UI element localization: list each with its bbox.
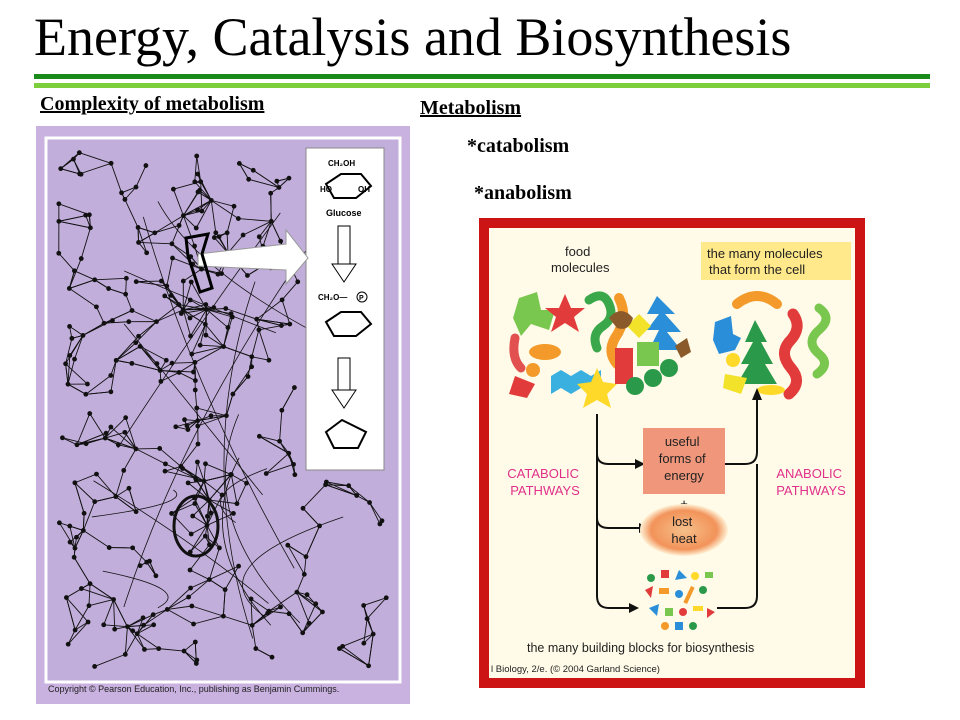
glucose-inset: [305, 147, 385, 471]
pathway-arrows: [596, 396, 758, 609]
left-heading: Complexity of metabolism: [40, 93, 265, 115]
pathway-network: [56, 150, 389, 669]
metabolism-map-frame: CH₂OH HO OH Glucose CH₂O— P Copyright © …: [36, 126, 410, 704]
ring-label-oh: OH: [358, 185, 370, 194]
lost-heat-blob: [640, 504, 728, 556]
pathways-figure-frame: food molecules the many molecules that f…: [479, 218, 865, 688]
highlight-path-icon: [184, 232, 214, 294]
ring-label-ch2oh: CH₂OH: [328, 159, 355, 168]
building-block-shapes: [645, 570, 715, 630]
food-molecule-shapes: [509, 291, 691, 408]
glucose-label: Glucose: [326, 208, 362, 218]
down-arrow-icon: [331, 225, 357, 283]
garland-citation: l Biology, 2/e. (© 2004 Garland Science): [491, 664, 660, 675]
right-heading: Metabolism: [420, 97, 522, 119]
cell-molecule-shapes: [713, 291, 831, 400]
building-blocks-label: the many building blocks for biosynthesi…: [527, 641, 754, 655]
metabolism-map: CH₂OH HO OH Glucose CH₂O— P Copyright © …: [44, 136, 402, 694]
useful-energy-label: useful forms of energy: [659, 434, 710, 483]
title-rule-light: [34, 83, 930, 88]
lost-heat-label: lost heat: [671, 514, 697, 546]
many-molecules-label: the many molecules that form the cell: [707, 246, 826, 277]
zoom-arrow-icon: [197, 228, 309, 286]
pathways-figure: food molecules the many molecules that f…: [489, 228, 855, 678]
fructose-6-phosphate-ring: [324, 418, 368, 449]
bullet-anabolism: *anabolism: [474, 182, 572, 204]
title-rule-dark: [34, 74, 930, 79]
anabolic-pathways-label: ANABOLIC PATHWAYS: [776, 466, 846, 498]
food-molecules-label: food molecules: [551, 244, 610, 275]
left-copyright: Copyright © Pearson Education, Inc., pub…: [48, 684, 339, 694]
ring-label-ho: HO: [320, 185, 332, 194]
glucose-ring: CH₂OH HO OH Glucose: [320, 159, 373, 218]
useful-energy-box: [643, 428, 725, 494]
plus-sign: +: [680, 496, 688, 511]
glucose-6-phosphate-ring: CH₂O— P: [318, 291, 373, 337]
bullet-catabolism: *catabolism: [467, 135, 570, 157]
slide-title: Energy, Catalysis and Biosynthesis: [34, 7, 792, 67]
many-molecules-box: [701, 242, 851, 280]
catabolic-pathways-label: CATABOLIC PATHWAYS: [507, 466, 582, 498]
phosphate-label: CH₂O—: [318, 293, 347, 302]
p-symbol: P: [359, 295, 364, 302]
down-arrow-icon: [331, 357, 357, 409]
